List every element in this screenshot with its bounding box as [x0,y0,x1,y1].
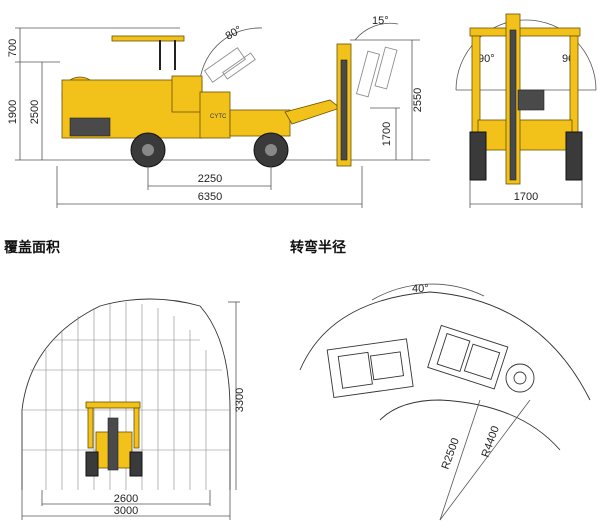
ghost-boom-right [355,46,398,98]
boom-head [505,363,535,393]
heading-turning: 转弯半径 [290,239,346,256]
front-right-wheel [565,131,583,181]
front-left-wheel [469,131,487,181]
front-canopy [469,27,581,37]
dim-2550: 2550 [412,88,424,112]
radius-inner: R2500 [440,436,462,471]
tunnel-profile [21,298,231,490]
coverage-canopy [85,401,141,409]
side-view: 700 1900 2500 2550 1700 80° 15° [7,15,430,208]
dim-front-1700: 1700 [514,191,538,203]
angle-80: 80° [224,24,244,43]
dim-1900: 1900 [7,100,19,124]
dim-3000: 3000 [114,505,138,517]
front-body [477,119,573,151]
inner-radius-arc [379,399,561,451]
dim-1700: 1700 [381,122,393,146]
heading-coverage: 覆盖面积 [4,239,60,256]
dim-2250: 2250 [198,173,222,185]
dim-2500: 2500 [29,100,41,124]
dim-6350: 6350 [198,191,222,203]
brand-label: CYTC [210,114,227,120]
rear-unit-outline [326,338,414,399]
drill-boom [284,99,341,125]
outer-radius-arc [299,291,591,401]
angle-15: 15° [372,15,389,27]
dim-3300: 3300 [234,388,246,412]
dim-2600: 2600 [114,493,138,505]
front-unit-outline [427,324,509,390]
angle-90-left: 90° [478,53,495,65]
coverage-view: 3300 2600 3000 [21,298,246,520]
turning-view: 40° R2500 R4400 [299,283,591,521]
angle-40: 40° [412,283,429,295]
ghost-boom-left [203,47,256,83]
dim-700: 700 [7,39,19,57]
canopy-roof [111,35,185,42]
front-view: 90° 90° 1700 [455,13,597,208]
